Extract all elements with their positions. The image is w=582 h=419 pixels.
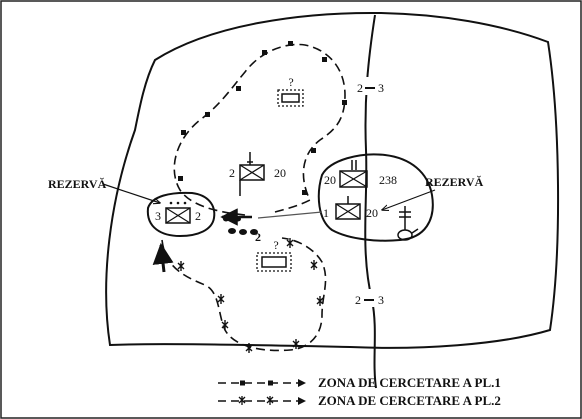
unit-symbol-central [239, 152, 265, 196]
route-arrow-up [152, 242, 174, 273]
route-label: 2 [255, 230, 261, 244]
reserve-left-unit-right: 2 [195, 209, 201, 223]
unit-symbol-right-upper [339, 160, 368, 188]
movement-dots [223, 216, 258, 235]
reserve-right-label: REZERVĂ [425, 175, 484, 189]
unknown-position-bottom [256, 252, 292, 272]
reserve-right-leader [382, 189, 436, 210]
boundary-label-bottom-right: 3 [378, 293, 384, 307]
boundary-label-bg-bottom [352, 289, 386, 307]
central-unit-right: 20 [274, 166, 286, 180]
unit-symbol-reserve-left [165, 201, 191, 224]
central-unit-left: 2 [229, 166, 235, 180]
legend-text-pl2: ZONA DE CERCETARE A PL.2 [318, 393, 501, 408]
unit-symbol-right-lower [335, 196, 361, 220]
recon-zone-pl2-route [161, 237, 327, 352]
boundary-label-top-right: 3 [378, 81, 384, 95]
recon-zone-pl1-markers [178, 41, 347, 195]
boundary-label-top-left: 2 [357, 81, 363, 95]
reserve-left-leader [102, 183, 160, 203]
reserve-right-area [317, 153, 434, 242]
reserve-left-unit-left: 3 [155, 209, 161, 223]
legend: ZONA DE CERCETARE A PL.1 ZONA DE CERCETA… [218, 375, 501, 408]
right-upper-unit-right: 238 [379, 173, 397, 187]
legend-text-pl1: ZONA DE CERCETARE A PL.1 [318, 375, 501, 390]
command-post-symbol [397, 206, 419, 241]
boundary-label-bg-top [352, 77, 386, 95]
recon-zone-pl1-route [173, 43, 346, 216]
legend-line-pl1 [218, 379, 306, 387]
boundary-label-bottom-left: 2 [355, 293, 361, 307]
right-upper-unit-left: 20 [324, 173, 336, 187]
unknown-bottom-mark: ? [273, 238, 278, 252]
recon-zone-pl2-markers [177, 238, 324, 353]
reserve-left-area [146, 191, 216, 238]
sector-boundary-line [364, 14, 377, 389]
unknown-top-mark: ? [288, 75, 293, 89]
right-lower-unit-right: 20 [366, 206, 378, 220]
link-line [257, 211, 323, 219]
outer-area-boundary [105, 11, 560, 349]
right-lower-unit-left: 1 [323, 206, 329, 220]
legend-line-pl2 [218, 396, 306, 405]
unknown-position-top [277, 89, 304, 107]
reserve-left-label: REZERVĂ [48, 177, 107, 191]
